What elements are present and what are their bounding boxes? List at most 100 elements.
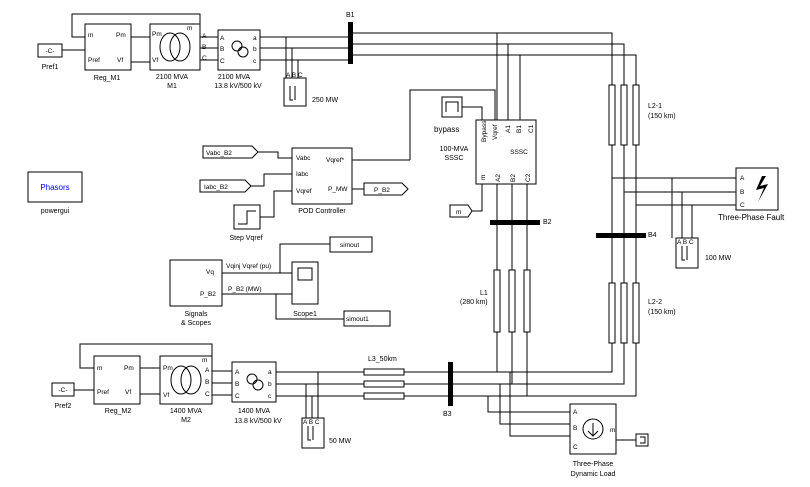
t1-transformer-block[interactable]: A B C a b c [217,29,261,71]
dynamic-load-block[interactable]: A B C m [569,403,617,455]
reg-m2-port-pm: Pm [124,365,134,372]
p-b2-tag-label: P_B2 [374,187,390,194]
signals-caption1: Signals [185,311,208,318]
t1-port-a2: a [253,35,257,42]
bus-b1[interactable] [348,22,353,64]
load2-ports: A B C [303,419,320,426]
signals-caption2: & Scopes [181,320,211,327]
fault-port-c: C [740,202,745,209]
line-l2-1[interactable] [608,84,640,146]
l1-length: (280 km) [460,299,488,306]
dynload-caption1: Three-Phase [573,461,614,468]
l21-name: L2-1 [648,103,662,110]
load3-caption: 100 MW [705,255,731,262]
bus-b2[interactable] [490,220,540,225]
dynload-port-m: m [610,427,615,434]
scope1-block[interactable] [291,261,319,305]
sssc-port-c1: C1 [528,124,535,133]
sig-wire-vq: Vqinj Vqref (pu) [226,263,271,270]
pod-controller-block[interactable]: Vabc Iabc Vqref Vqref* P_MW [291,147,353,205]
reg-m1-block[interactable]: m Pref Pm Vf [84,23,132,71]
signals-port-pb2: P_B2 [200,291,216,298]
reg-m1-caption: Reg_M1 [94,75,121,82]
t2-port-a2: a [268,369,272,376]
pref2-constant-block[interactable]: -C- [51,382,75,397]
t1-port-c2: c [253,58,257,65]
pod-port-vabc: Vabc [296,155,311,162]
load3-ports: A B C [677,239,694,246]
pref1-caption: Pref1 [42,64,59,71]
reg-m1-port-pm: Pm [116,32,126,39]
t2-transformer-block[interactable]: A B C a b c [231,361,277,403]
load-50mw-block[interactable]: A B C [301,417,325,449]
m2-port-vf: Vf [163,392,169,399]
signals-scopes-block[interactable]: Vq P_B2 [169,259,223,307]
pod-port-vqref: Vqref [296,188,312,195]
fault-port-b: B [740,189,744,196]
pref2-symbol: -C- [58,387,67,394]
t2-port-b: B [235,381,239,388]
sssc-block[interactable]: Bypass Vqref A1 B1 C1 SSSC m A2 B2 C2 [475,119,537,185]
powergui-caption: powergui [41,208,70,215]
iabc-b2-label: Iabc_B2 [204,184,228,191]
step-vqref-block[interactable] [233,204,261,230]
three-phase-fault-block[interactable]: A B C [735,167,779,211]
bus-b1-label: B1 [346,12,355,19]
simout-block[interactable]: simout [329,236,373,253]
reg-m2-block[interactable]: m Pref Pm Vf [93,355,141,405]
m2-port-m: m [202,357,207,364]
reg-m1-port-vf: Vf [117,57,123,64]
m2-port-b: B [205,379,209,386]
load-250mw-block[interactable]: A B C [283,72,307,107]
pref1-symbol: -C- [45,48,54,55]
pref1-constant-block[interactable]: -C- [37,43,63,58]
sssc-port-a2: A2 [495,174,502,182]
step-caption: Step Vqref [229,235,262,242]
bus-b3[interactable] [448,362,453,406]
fault-port-a: A [740,175,745,182]
sig-wire-pb2: P_B2 (MW) [228,286,262,293]
load2-caption: 50 MW [329,438,352,445]
reg-m1-port-pref: Pref [88,57,100,64]
simout1-block[interactable]: simout1 [343,310,391,327]
bus-b2-label: B2 [543,219,552,226]
pref2-caption: Pref2 [55,403,72,410]
m2-caption1: 1400 MVA [170,408,202,415]
l22-length: (150 km) [648,309,676,316]
sssc-caption2: SSSC [444,155,463,162]
sssc-port-b1: B1 [516,125,523,133]
dynload-port-a: A [573,409,578,416]
l3-name: L3_50km [368,356,397,363]
line-l2-2[interactable] [608,282,640,344]
powergui-block[interactable]: Phasors [27,171,83,203]
p-b2-goto-tag[interactable]: P_B2 [363,182,409,196]
load1-ports: A B C [286,72,303,79]
reg-m2-port-pref: Pref [97,389,109,396]
m2-machine-block[interactable]: Pm Vf m A B C [159,355,213,405]
bypass-constant-block[interactable] [441,96,463,118]
powergui-label: Phasors [40,183,69,192]
simout1-label: simout1 [346,316,369,323]
t2-port-a: A [235,369,240,376]
m-goto-tag[interactable]: m [449,204,473,218]
iabc-b2-from-tag[interactable]: Iabc_B2 [199,179,252,193]
pod-caption: POD Controller [298,208,346,215]
load-100mw-block[interactable]: A B C [675,237,699,269]
vabc-b2-from-tag[interactable]: Vabc_B2 [202,145,259,159]
reg-m2-port-vf: Vf [125,389,131,396]
terminator-block[interactable] [635,433,649,447]
t1-caption2: 13.8 kV/500 kV [214,83,262,90]
pod-port-iabc: Iabc [296,171,309,178]
sssc-title: SSSC [510,149,528,156]
m1-machine-block[interactable]: Pm Vf m A B C [149,23,207,71]
m1-port-m: m [187,25,192,32]
t1-port-b2: b [253,46,257,53]
bus-b4[interactable] [596,233,646,238]
line-l1[interactable] [493,269,531,333]
m1-port-vf: Vf [152,57,158,64]
sssc-port-vqref: Vqref [492,124,499,140]
t2-caption1: 1400 MVA [238,408,270,415]
t1-port-a: A [220,35,225,42]
line-l3[interactable] [363,368,405,400]
